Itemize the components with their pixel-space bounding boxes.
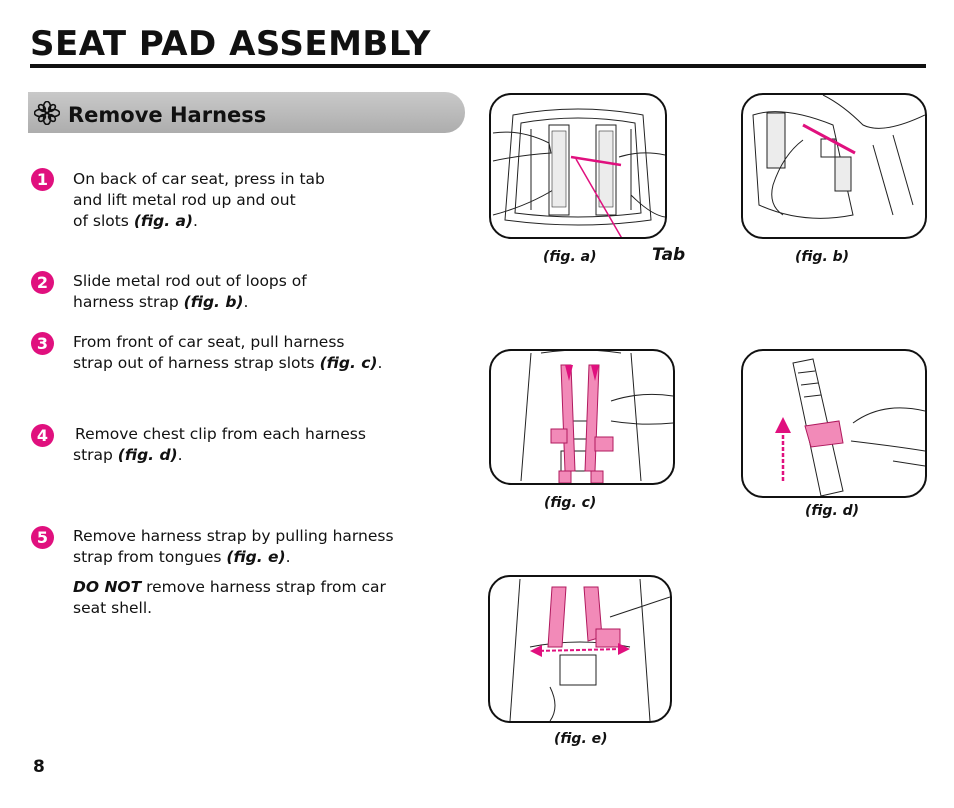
figure-reference: (fig. a) xyxy=(133,212,194,230)
step-text: Slide metal rod out of loops of harness … xyxy=(73,272,307,311)
remove-tongues-illustration xyxy=(509,578,670,721)
figure-b-caption: (fig. b) xyxy=(795,249,850,265)
section-title: Remove Harness xyxy=(68,103,267,127)
step-text: Remove chest clip from each harness stra… xyxy=(73,425,366,464)
step-number: 1 xyxy=(31,168,54,191)
figure-a-caption: (fig. a) xyxy=(543,249,597,265)
figure-e-caption: (fig. e) xyxy=(554,731,608,747)
figure-d-caption: (fig. d) xyxy=(805,503,860,519)
step-text: On back of car seat, press in tab and li… xyxy=(73,170,325,230)
figure-reference: (fig. d) xyxy=(117,446,178,464)
figure-reference: (fig. c) xyxy=(319,354,378,372)
step-number: 2 xyxy=(31,271,54,294)
figure-reference: (fig. e) xyxy=(226,548,286,566)
chest-clip-removal-illustration xyxy=(775,358,925,496)
tab-callout-label: Tab xyxy=(652,245,686,265)
figure-b xyxy=(741,93,927,239)
section-banner: Remove Harness xyxy=(28,92,465,133)
page-number: 8 xyxy=(33,757,45,777)
figure-c xyxy=(489,349,675,485)
figure-c-caption: (fig. c) xyxy=(544,495,597,511)
step-number: 3 xyxy=(31,332,54,355)
figure-reference: (fig. b) xyxy=(183,293,244,311)
step-text: From front of car seat, pull harness str… xyxy=(73,333,383,372)
pull-harness-straps-illustration xyxy=(520,351,673,483)
seat-back-tab-illustration xyxy=(492,108,665,237)
flower-bullet-icon xyxy=(34,101,60,125)
metal-rod-loops-illustration xyxy=(752,95,925,219)
figure-a xyxy=(489,93,667,239)
step-number: 4 xyxy=(31,424,54,447)
figure-e xyxy=(488,575,672,723)
title-rule xyxy=(30,64,926,68)
warning-emphasis: DO NOT xyxy=(73,578,142,596)
step-number: 5 xyxy=(31,526,54,549)
figure-d xyxy=(741,349,927,498)
page-title: SEAT PAD ASSEMBLY xyxy=(30,24,431,64)
step-text: Remove harness strap by pulling harness … xyxy=(73,527,394,617)
